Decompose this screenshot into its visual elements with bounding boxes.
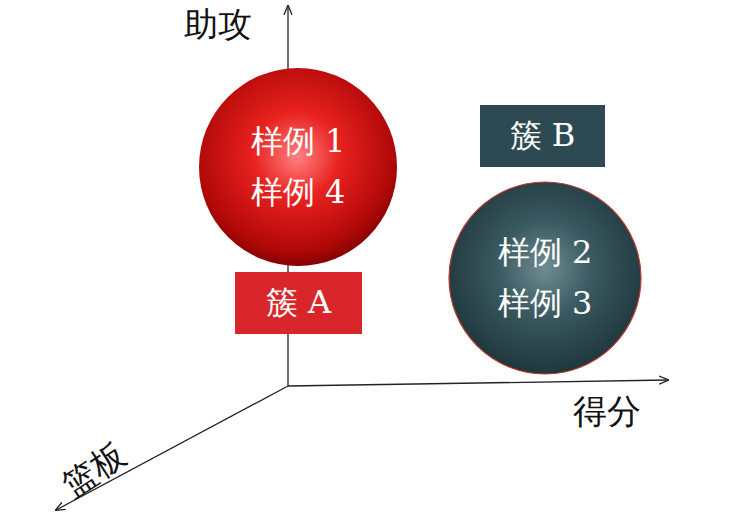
- node-content: 簇 B: [480, 105, 605, 167]
- rebound-axis: [56, 386, 288, 510]
- cluster-sphere: 样例 1样例 4: [198, 67, 398, 267]
- sphere-shape: [198, 67, 398, 267]
- node-content: 簇 A: [235, 272, 362, 334]
- node-content: 样例 1样例 4: [198, 67, 398, 267]
- sphere-shape: [448, 181, 642, 375]
- axis-label: 助攻: [184, 6, 252, 43]
- sample-name: 样例 3: [498, 278, 593, 329]
- sample-name: 样例 4: [251, 167, 346, 218]
- cluster-sphere: 样例 2样例 3: [448, 181, 642, 375]
- axis-label: 篮板: [55, 436, 132, 504]
- node-content: 样例 2样例 3: [448, 181, 642, 375]
- axis-label: 得分: [573, 393, 641, 430]
- sphere-circle: [199, 68, 397, 266]
- cluster-label-box: 簇 A: [235, 272, 362, 334]
- cluster-name: 簇 B: [510, 110, 576, 161]
- sample-name: 样例 1: [251, 116, 346, 167]
- cluster-name: 簇 A: [266, 277, 331, 328]
- score-axis: [288, 380, 668, 386]
- cluster-label-box: 簇 B: [480, 105, 605, 167]
- sphere-circle: [449, 182, 641, 374]
- sample-name: 样例 2: [498, 227, 593, 278]
